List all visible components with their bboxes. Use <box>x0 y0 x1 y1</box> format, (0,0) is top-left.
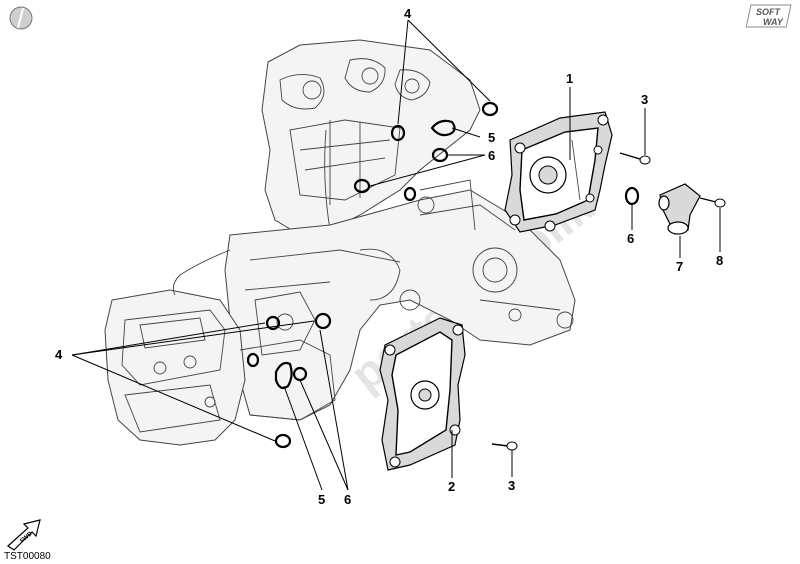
union-fitting <box>658 183 701 235</box>
svg-text:WAY: WAY <box>763 17 784 27</box>
cover-plate-upper <box>504 111 613 233</box>
callout-4-top: 4 <box>404 6 412 21</box>
leader-lines <box>71 19 721 491</box>
callout-6-right: 6 <box>627 231 634 246</box>
callout-4-left: 4 <box>55 347 63 362</box>
screw-upper <box>619 152 651 165</box>
cover-plate-lower <box>379 317 466 471</box>
callout-5-top: 5 <box>488 130 495 145</box>
callout-7: 7 <box>676 259 683 274</box>
callout-8: 8 <box>716 253 723 268</box>
svg-text:SOFT: SOFT <box>756 7 782 17</box>
callout-3-bottom: 3 <box>508 478 515 493</box>
engine-lower-head <box>104 249 336 446</box>
brand-logo: SOFT WAY <box>745 4 792 28</box>
diagram-code: TST00080 <box>4 551 51 562</box>
screw-lower <box>491 441 518 451</box>
callout-3-top: 3 <box>641 92 648 107</box>
callout-6-top: 6 <box>488 148 495 163</box>
engine-crankcase <box>224 179 576 421</box>
screw-union <box>699 197 726 208</box>
callout-1: 1 <box>566 71 573 86</box>
o-ring-set <box>246 101 640 449</box>
callout-2: 2 <box>448 479 455 494</box>
fwd-arrow-icon: FWD <box>7 519 41 551</box>
engine-upper-head <box>261 39 481 236</box>
corner-mark-icon <box>9 6 33 30</box>
callout-6-bottom: 6 <box>344 492 351 507</box>
callout-5-bottom: 5 <box>318 492 325 507</box>
